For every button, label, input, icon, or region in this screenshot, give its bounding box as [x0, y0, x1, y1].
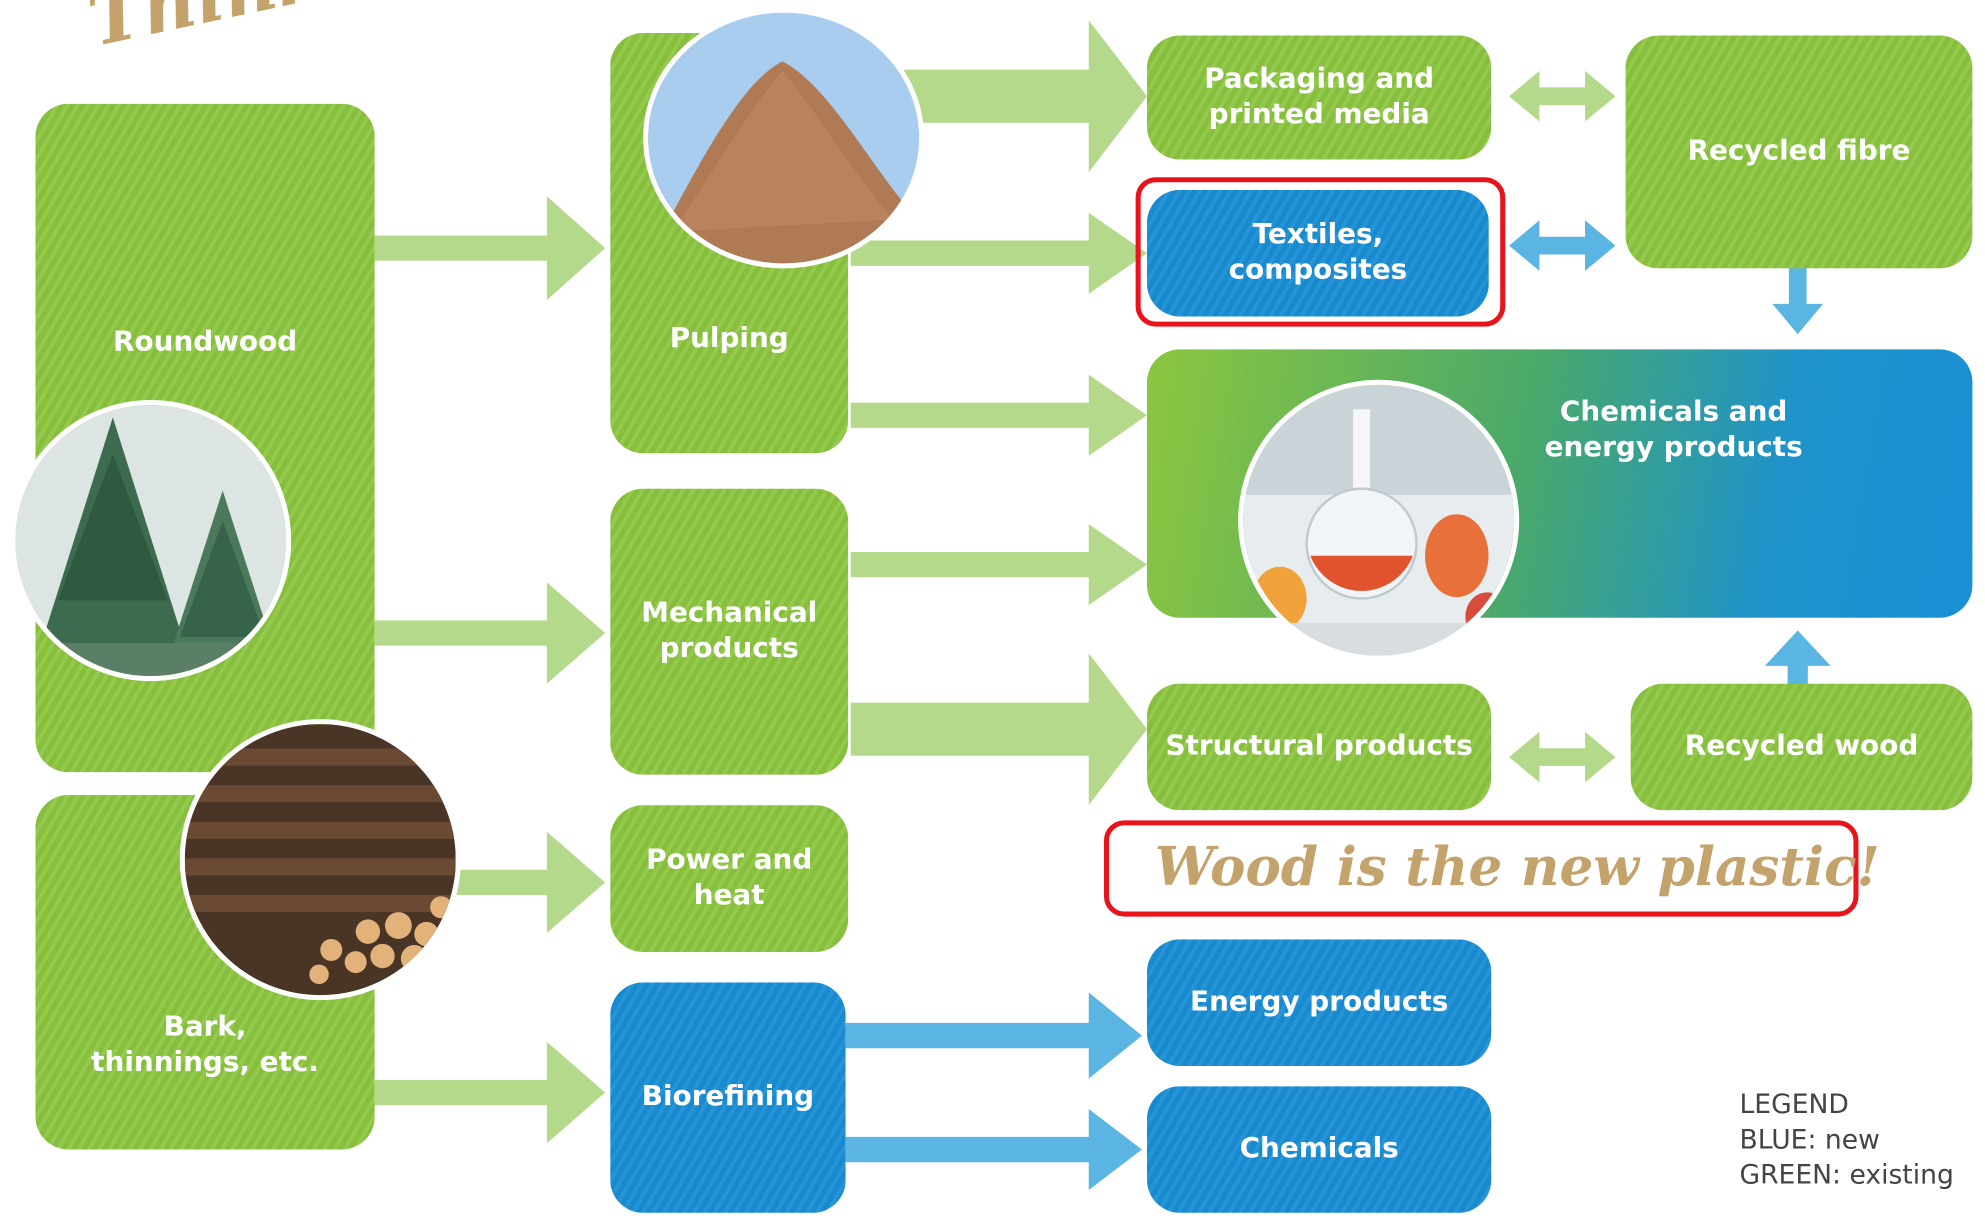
chemicals-energy-label: Chemicals and energy products [1544, 396, 1803, 464]
slogan-text: Wood is the new plastic! [1154, 835, 1880, 898]
legend-blue-entry: BLUE: new [1739, 1124, 1880, 1155]
textiles-highlight-frame [1135, 177, 1506, 327]
arrow-pulping-packaging [850, 20, 1147, 173]
legend-green-entry: GREEN: existing [1739, 1159, 1954, 1191]
packaging-label: Packaging and printed media [1204, 63, 1435, 131]
pulping-label: Pulping [669, 322, 789, 355]
arrow-structural-recycledwood [1509, 731, 1616, 783]
recycled-fibre-label: Recycled fibre [1687, 135, 1911, 168]
recycled-wood-label: Recycled wood [1684, 730, 1919, 763]
recycled-wood-box: Recycled wood [1630, 683, 1973, 811]
energy-products-box: Energy products [1146, 939, 1492, 1066]
arrow-mechanical-structural [850, 653, 1147, 806]
structural-box: Structural products [1146, 683, 1492, 811]
bark-label: Bark, thinnings, etc. [91, 1011, 319, 1079]
biorefining-label: Biorefining [641, 1081, 815, 1113]
arrow-bark-biorefining [374, 1041, 606, 1144]
roundwood-label: Roundwood [113, 326, 298, 359]
recycled-fibre-box: Recycled fibre [1625, 35, 1973, 269]
power-heat-box: Power and heat [610, 805, 849, 953]
arrow-bark-power [374, 831, 606, 934]
arrow-recycledwood-chemicals [1764, 630, 1831, 720]
chemicals-box: Chemicals [1146, 1086, 1492, 1213]
packaging-box: Packaging and printed media [1146, 35, 1492, 160]
sawdust-pile-photo [643, 7, 925, 269]
power-heat-label: Power and heat [646, 844, 813, 912]
arrow-roundwood-mechanical [374, 582, 606, 684]
log-pile-photo [179, 719, 461, 1001]
structural-label: Structural products [1165, 730, 1473, 763]
biorefining-box: Biorefining [610, 982, 846, 1213]
arrow-textiles-recycledfibre [1509, 220, 1616, 271]
arrow-mechanical-chemicals [850, 524, 1147, 606]
legend-title: LEGEND [1739, 1088, 1849, 1120]
laboratory-flasks-photo [1238, 379, 1520, 661]
energy-products-label: Energy products [1190, 986, 1449, 1018]
arrow-biorefining-chemicals [845, 1109, 1142, 1191]
arrow-pulping-chemicals [850, 374, 1147, 456]
arrow-packaging-recycledfibre [1509, 70, 1616, 122]
forest-trees-photo [10, 400, 292, 682]
arrow-roundwood-pulping [374, 196, 606, 301]
arrow-pulping-textiles [850, 212, 1147, 294]
arrow-biorefining-energy [845, 992, 1142, 1079]
mechanical-box: Mechanical products [610, 488, 849, 775]
slogan-highlight-frame [1103, 820, 1859, 917]
chemicals-label: Chemicals [1239, 1133, 1399, 1165]
textiles-label: Textiles, composites [1228, 219, 1408, 287]
textiles-box: Textiles, composites [1146, 189, 1489, 317]
mechanical-label: Mechanical products [641, 597, 818, 665]
legend: LEGEND BLUE: new GREEN: existing [1739, 1086, 1953, 1192]
